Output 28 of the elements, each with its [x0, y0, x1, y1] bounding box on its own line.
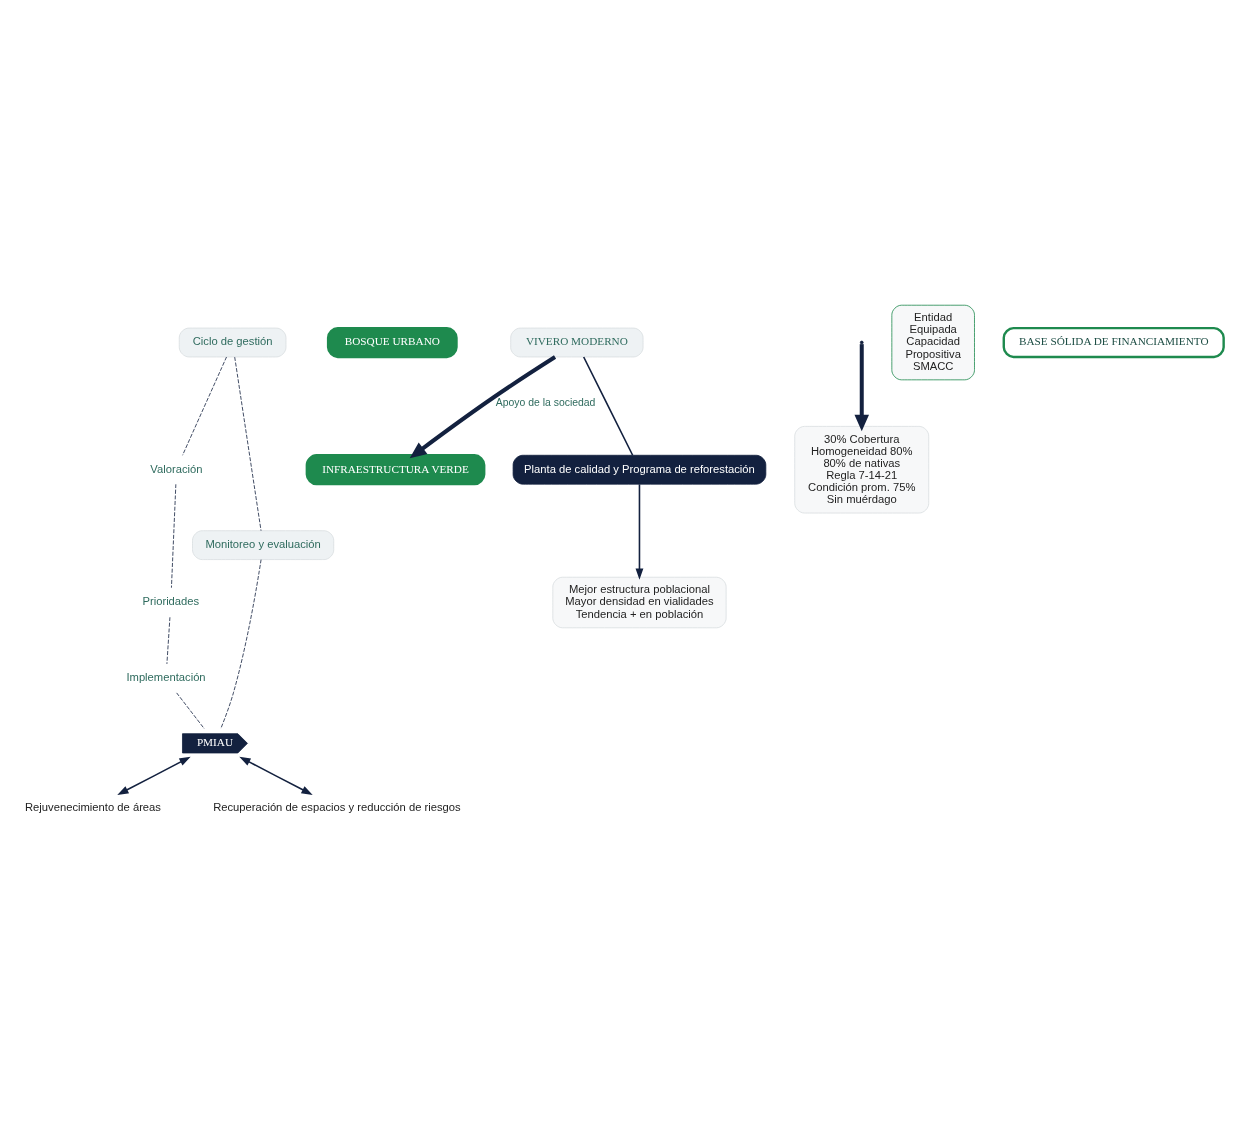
node-text: Recuperación de espacios y reducción de riesgos — [213, 800, 461, 813]
node-box: BOSQUE URBANO — [326, 326, 458, 358]
arrow — [117, 756, 191, 795]
edge-label: Apoyo de la sociedad — [495, 396, 596, 408]
arrow — [854, 343, 870, 431]
connector — [234, 356, 262, 531]
arrow — [635, 483, 644, 580]
node-box: INFRAESTRUCTURA VERDE — [305, 453, 486, 485]
connector — [176, 692, 205, 729]
connector — [166, 616, 171, 664]
node-text: Implementación — [126, 670, 206, 683]
node-box: Monitoreo y evaluación — [192, 529, 335, 560]
node-text: Rejuvenecimiento de áreas — [25, 800, 161, 813]
connector — [220, 558, 262, 729]
node-box: Ciclo de gestión — [178, 327, 287, 357]
node-box: VIVERO MODERNO — [510, 327, 644, 357]
node-box: BASE SÓLIDA DE FINANCIAMIENTO — [1002, 326, 1225, 358]
node-box: 30% Cobertura Homogeneidad 80% 80% de nativas Regla 7-14-21 Condición prom. 75% Sin muérdago — [794, 425, 930, 513]
node-box: Planta de calidad y Programa de reforestación — [512, 454, 767, 485]
connector — [182, 356, 227, 456]
node-text: Prioridades — [142, 594, 200, 607]
arrow — [409, 354, 557, 458]
connector — [582, 355, 634, 456]
node-box: Entidad Equipada Capacidad Propositiva SMACC — [891, 304, 975, 380]
connector — [171, 483, 177, 588]
node-box: Mejor estructura poblacional Mayor densidad en vialidades Tendencia + en población — [552, 576, 727, 628]
node-text: Valoración — [150, 462, 203, 475]
arrow — [239, 756, 313, 795]
